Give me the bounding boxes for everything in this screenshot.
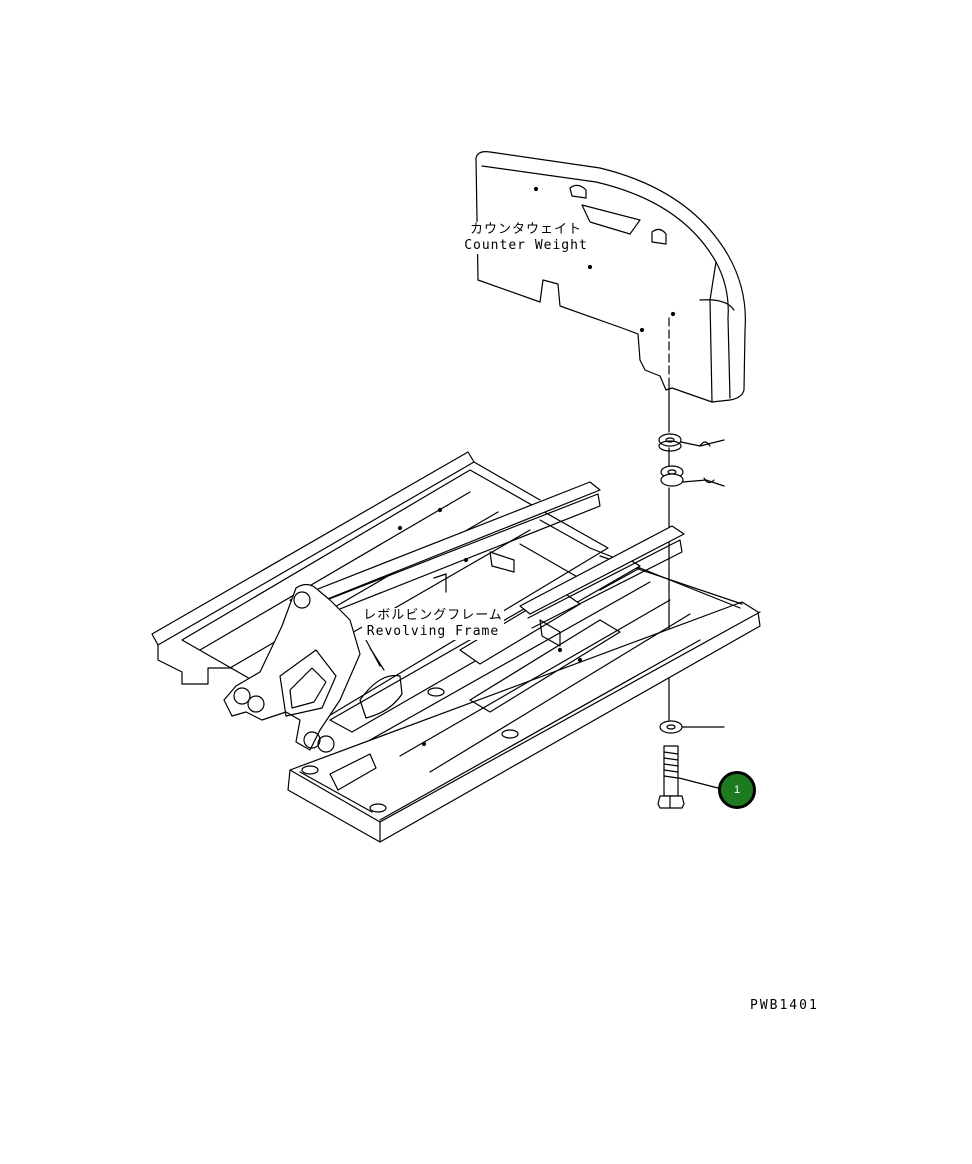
revolving-frame-label-jp: レボルビングフレーム [363, 608, 503, 623]
revolving-frame-label-en: Revolving Frame [366, 624, 500, 639]
part-callout-1[interactable]: 1 [718, 771, 756, 809]
counter-weight [475, 151, 746, 403]
counter-weight-label: カウンタウェイト Counter Weight [462, 222, 590, 254]
bolt-stack [657, 317, 725, 809]
drawing-code: PWB1401 [750, 998, 819, 1013]
part-callout-number: 1 [733, 784, 741, 796]
counter-weight-label-en: Counter Weight [464, 238, 588, 253]
counter-weight-label-jp: カウンタウェイト [469, 222, 582, 237]
revolving-frame [151, 451, 761, 843]
revolving-frame-label: レボルビングフレーム Revolving Frame [362, 608, 504, 640]
